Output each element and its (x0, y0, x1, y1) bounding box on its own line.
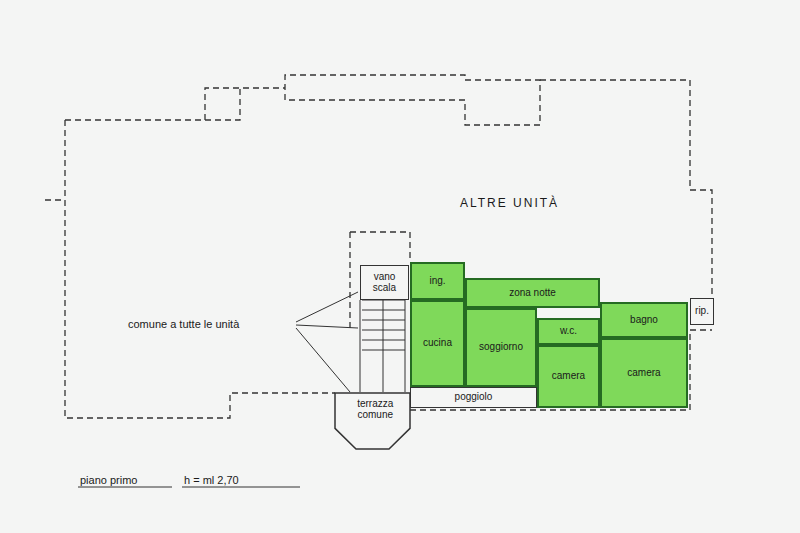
room-name: zona notte (509, 288, 556, 299)
terrace-area: terrazza comune (335, 393, 415, 450)
other-units-region: ALTRE UNITÀ vano scala ing. zona notte rip. b… (65, 75, 715, 420)
room-name: cucina (423, 338, 452, 349)
room-name: soggiorno (479, 342, 523, 353)
night-zone-room: zona notte (465, 278, 600, 308)
room-name: rip. (695, 306, 709, 317)
ceiling-height: h = ml 2,70 (184, 474, 239, 486)
kitchen-room: cucina (410, 300, 465, 387)
room-name: camera (552, 371, 585, 382)
floor-name: piano primo (80, 474, 137, 486)
room-name: poggiolo (455, 392, 493, 403)
stair-well: vano scala (360, 265, 409, 300)
room-name: w.c. (560, 326, 577, 337)
bathroom-room: bagno (600, 302, 688, 338)
leader-lines (296, 292, 358, 392)
bedroom-room: camera (537, 345, 600, 408)
room-name: camera (627, 368, 660, 379)
stair-symbol (360, 300, 405, 392)
balcony-area: poggiolo (410, 387, 537, 408)
wc-room: w.c. (537, 318, 600, 345)
room-name: bagno (630, 315, 658, 326)
room-name: vano scala (361, 272, 408, 293)
storage-room: rip. (690, 298, 714, 325)
label-underlines (78, 487, 300, 488)
other-units-outline (45, 75, 712, 418)
bedroom-room: camera (600, 338, 688, 408)
living-room: soggiorno (465, 308, 537, 387)
entrance-room: ing. (410, 262, 465, 300)
room-name: ing. (429, 276, 445, 287)
common-area-note: comune a tutte le unità (128, 318, 239, 330)
region-name: ALTRE UNITÀ (460, 197, 559, 210)
room-name: terrazza comune (342, 393, 409, 420)
